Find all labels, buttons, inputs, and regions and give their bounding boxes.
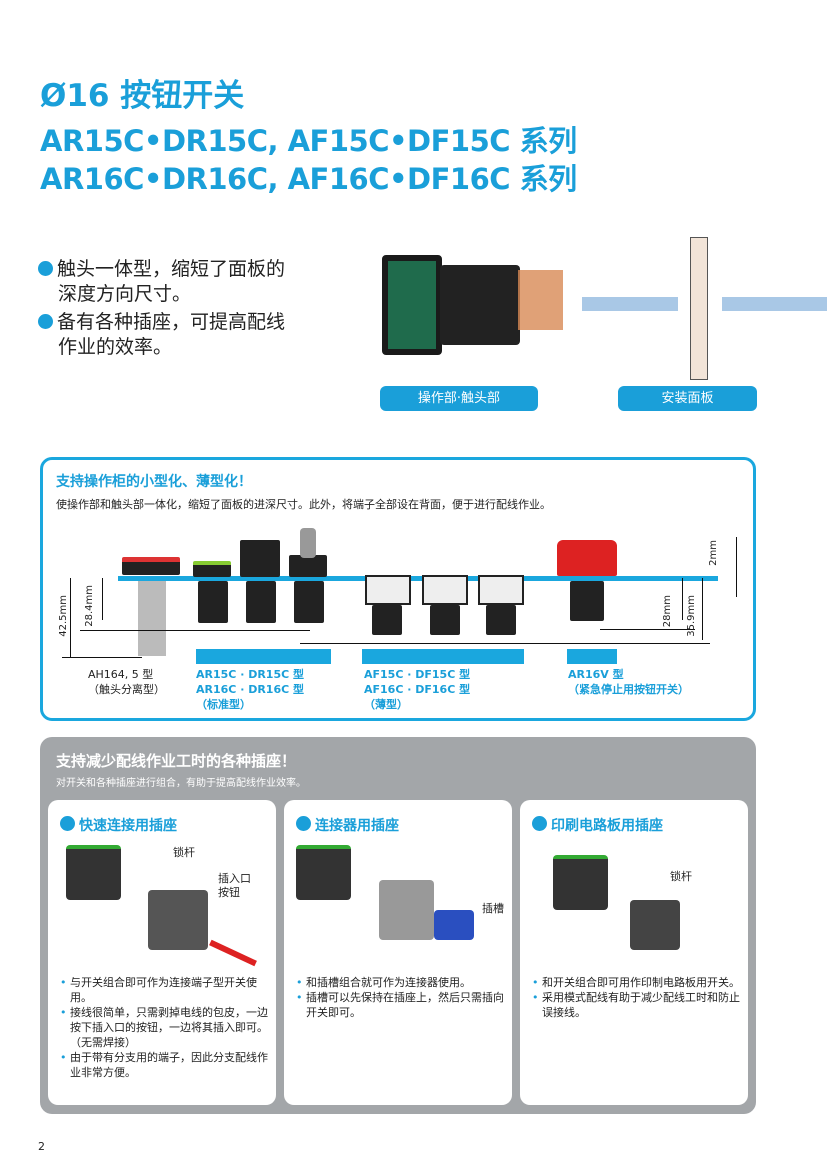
bullet-list: 与开关组合即可作为连接端子型开关使用。接线很简单，只需剥掉电线的包皮，一边按下插… bbox=[58, 975, 270, 1080]
page-number: 2 bbox=[38, 1140, 45, 1153]
card-quick-connect: 快速连接用插座 锁杆 插入口 按钮 与开关组合即可作为连接端子型开关使用。接线很… bbox=[48, 800, 276, 1105]
callout-inlet: 插入口 bbox=[218, 872, 251, 885]
dim-line bbox=[70, 578, 71, 658]
card-title: 印刷电路板用插座 bbox=[551, 818, 663, 834]
group-bar bbox=[196, 649, 331, 664]
dim-line bbox=[102, 578, 103, 620]
switch-terminals bbox=[518, 270, 563, 330]
switch-rear bbox=[430, 605, 460, 635]
page-title: Ø16 按钮开关 bbox=[40, 78, 245, 114]
switch-key bbox=[289, 555, 327, 577]
dim-line bbox=[80, 630, 310, 631]
dim-2: 2mm bbox=[708, 540, 719, 566]
group-bar bbox=[362, 649, 524, 664]
switch-rear bbox=[246, 581, 276, 623]
arrow-bar bbox=[582, 297, 678, 311]
bullet-icon bbox=[38, 261, 53, 276]
dim-line bbox=[702, 578, 703, 640]
switch-image bbox=[382, 255, 442, 355]
card-title: 快速连接用插座 bbox=[79, 818, 177, 834]
dim-line bbox=[300, 643, 710, 644]
callout-lever: 锁杆 bbox=[670, 870, 692, 883]
panel-line bbox=[118, 576, 718, 581]
bullet-icon bbox=[532, 816, 547, 831]
switch-af bbox=[422, 575, 468, 605]
switch-rear bbox=[294, 581, 324, 623]
switch-image bbox=[296, 845, 351, 900]
pcb-socket-image bbox=[630, 900, 680, 950]
connector-image bbox=[379, 880, 434, 940]
dim-28-4: 28.4mm bbox=[84, 585, 95, 627]
label-operation: 操作部·触头部 bbox=[380, 386, 538, 411]
switch-ah164 bbox=[122, 557, 180, 575]
switch-af bbox=[478, 575, 524, 605]
callout-button: 按钮 bbox=[218, 886, 240, 899]
bullet-list: 和插槽组合就可作为连接器使用。插槽可以先保持在插座上，然后只需插向开关即可。 bbox=[294, 975, 506, 1020]
switch-af bbox=[365, 575, 411, 605]
switch-selector bbox=[240, 540, 280, 577]
key-icon bbox=[300, 528, 316, 558]
switch-rear bbox=[486, 605, 516, 635]
dim-28: 28mm bbox=[662, 595, 673, 628]
bullet-icon bbox=[38, 314, 53, 329]
callout-plug: 插槽 bbox=[482, 902, 504, 915]
switch-body bbox=[440, 265, 520, 345]
dim-line bbox=[62, 657, 142, 658]
group-ar16v: AR16V 型（紧急停止用按钮开关） bbox=[568, 668, 689, 696]
arrow-bar bbox=[722, 297, 827, 311]
dim-line bbox=[600, 629, 695, 630]
emergency-stop-switch bbox=[557, 540, 617, 576]
dim-42-5: 42.5mm bbox=[58, 595, 69, 637]
bullet-icon bbox=[296, 816, 311, 831]
series-line-2: AR16C•DR16C, AF16C•DF16C 系列 bbox=[40, 162, 577, 196]
switch-rear bbox=[198, 581, 228, 623]
switch-rear bbox=[372, 605, 402, 635]
section1-heading: 支持操作柜的小型化、薄型化！ bbox=[56, 474, 252, 490]
section2-text: 对开关和各种插座进行组合，有助于提高配线作业效率。 bbox=[56, 778, 306, 789]
section2-heading: 支持减少配线作业工时的各种插座！ bbox=[56, 752, 297, 770]
callout-lever: 锁杆 bbox=[173, 846, 195, 859]
dim-line bbox=[736, 537, 737, 597]
group-ah164: AH164, 5 型（触头分离型） bbox=[88, 668, 165, 696]
bullet-icon bbox=[60, 816, 75, 831]
card-connector: 连接器用插座 插槽 和插槽组合就可作为连接器使用。插槽可以先保持在插座上，然后只… bbox=[284, 800, 512, 1105]
dim-35-9: 35.9mm bbox=[686, 595, 697, 637]
switch-image bbox=[553, 855, 608, 910]
card-pcb: 印刷电路板用插座 锁杆 和开关组合即可用作印制电路板用开关。采用模式配线有助于减… bbox=[520, 800, 748, 1105]
card-title: 连接器用插座 bbox=[315, 818, 399, 834]
switch-ar-green bbox=[193, 561, 231, 577]
bullet-list: 和开关组合即可用作印制电路板用开关。采用模式配线有助于减少配线工时和防止误接线。 bbox=[530, 975, 742, 1020]
compact-section bbox=[40, 457, 756, 721]
switch-rear bbox=[570, 581, 604, 621]
label-panel: 安装面板 bbox=[618, 386, 757, 411]
switch-ah164-body bbox=[138, 581, 166, 656]
feature-2: 备有各种插座，可提高配线作业的效率。 bbox=[38, 310, 285, 360]
feature-1: 触头一体型，缩短了面板的深度方向尺寸。 bbox=[38, 257, 285, 307]
wire-image bbox=[209, 939, 257, 967]
switch-image bbox=[66, 845, 121, 900]
dim-line bbox=[682, 578, 683, 620]
group-bar bbox=[567, 649, 617, 664]
plug-image bbox=[434, 910, 474, 940]
socket-image bbox=[148, 890, 208, 950]
mounting-panel bbox=[690, 237, 708, 380]
section1-text: 使操作部和触头部一体化，缩短了面板的进深尺寸。此外，将端子全部设在背面，便于进行… bbox=[56, 498, 551, 511]
series-line-1: AR15C•DR15C, AF15C•DF15C 系列 bbox=[40, 124, 577, 158]
